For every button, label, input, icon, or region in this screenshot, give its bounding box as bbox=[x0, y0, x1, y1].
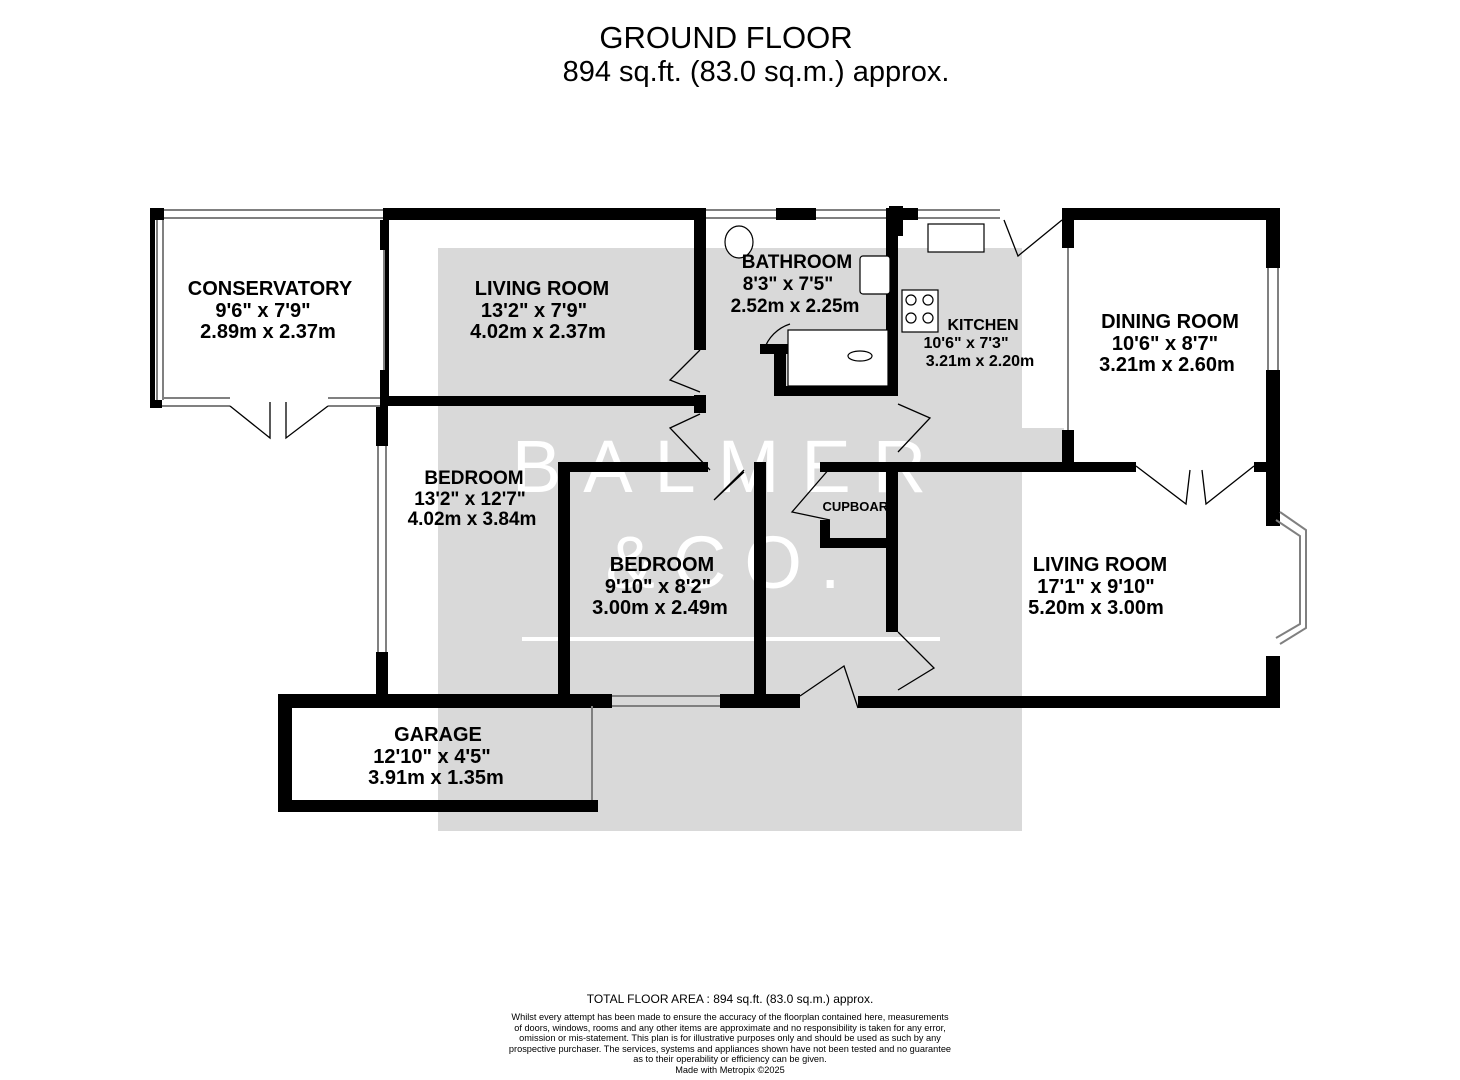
room-living-room-1-name: LIVING ROOM bbox=[475, 278, 609, 300]
made-with-credit: Made with Metropix ©2025 bbox=[675, 1064, 785, 1075]
disclaimer: Whilst every attempt has been made to en… bbox=[430, 1012, 1030, 1076]
hob-burner-icon bbox=[922, 294, 934, 306]
room-kitchen-imperial: 10'6" x 7'3" bbox=[923, 335, 1008, 352]
room-bedroom-1-name: BEDROOM bbox=[424, 468, 523, 489]
washbasin-icon bbox=[859, 255, 891, 295]
room-bathroom-name: BATHROOM bbox=[742, 252, 852, 273]
disclaimer-line: Whilst every attempt has been made to en… bbox=[511, 1012, 949, 1022]
floor-area: 894 sq.ft. (83.0 sq.m.) approx. bbox=[562, 56, 950, 88]
windows bbox=[156, 209, 1307, 800]
sink-icon bbox=[927, 223, 985, 253]
room-bathroom-metric: 2.52m x 2.25m bbox=[731, 296, 860, 317]
room-living-room-2-metric: 5.20m x 3.00m bbox=[1028, 597, 1164, 619]
room-kitchen-metric: 3.21m x 2.20m bbox=[926, 353, 1035, 370]
watermark-block bbox=[438, 248, 1022, 831]
room-bedroom-2-imperial: 9'10" x 8'2" bbox=[605, 576, 711, 598]
hob-burner-icon bbox=[905, 312, 917, 324]
room-living-room-2-imperial: 17'1" x 9'10" bbox=[1037, 576, 1154, 598]
shower-tray-icon bbox=[787, 329, 889, 387]
room-bedroom-1-imperial: 13'2" x 12'7" bbox=[414, 489, 526, 510]
hob-burner-icon bbox=[905, 294, 917, 306]
watermark-rule bbox=[522, 637, 940, 641]
room-dining-room-name: DINING ROOM bbox=[1101, 311, 1239, 333]
disclaimer-line: prospective purchaser. The services, sys… bbox=[508, 1043, 952, 1054]
room-dining-room-imperial: 10'6" x 8'7" bbox=[1112, 333, 1218, 355]
room-living-room-2-name: LIVING ROOM bbox=[1033, 554, 1167, 576]
room-living-room-1-imperial: 13'2" x 7'9" bbox=[481, 300, 587, 322]
room-bedroom-2-metric: 3.00m x 2.49m bbox=[592, 597, 728, 619]
room-garage-imperial: 12'10" x 4'5" bbox=[373, 746, 490, 768]
fixtures bbox=[724, 223, 985, 387]
room-kitchen-name: KITCHEN bbox=[947, 317, 1018, 334]
disclaimer-line: as to their operability or efficiency ca… bbox=[633, 1054, 827, 1065]
doors bbox=[229, 219, 1255, 709]
room-bedroom-2-name: BEDROOM bbox=[610, 554, 714, 576]
disclaimer-line: omission or mis-statement. This plan is … bbox=[519, 1033, 941, 1044]
room-conservatory-name: CONSERVATORY bbox=[188, 278, 353, 300]
floor-title: GROUND FLOOR bbox=[599, 20, 853, 55]
bath-drain-icon bbox=[847, 350, 873, 362]
room-conservatory-imperial: 9'6" x 7'9" bbox=[215, 300, 310, 322]
room-conservatory-metric: 2.89m x 2.37m bbox=[200, 321, 336, 343]
toilet-icon bbox=[724, 225, 754, 259]
disclaimer-line: of doors, windows, rooms and any other i… bbox=[514, 1022, 946, 1033]
room-cupboard-name: CUPBOARD bbox=[822, 499, 897, 514]
room-living-room-1-metric: 4.02m x 2.37m bbox=[470, 321, 606, 343]
watermark-line2: &CO. bbox=[606, 521, 859, 604]
room-garage-metric: 3.91m x 1.35m bbox=[368, 767, 504, 789]
total-floor-area: TOTAL FLOOR AREA : 894 sq.ft. (83.0 sq.m… bbox=[586, 992, 874, 1006]
room-bedroom-1-metric: 4.02m x 3.84m bbox=[408, 509, 537, 530]
watermark-block-2 bbox=[972, 428, 1064, 464]
room-dining-room-metric: 3.21m x 2.60m bbox=[1099, 354, 1235, 376]
hob-burner-icon bbox=[922, 312, 934, 324]
room-bathroom-imperial: 8'3" x 7'5" bbox=[743, 274, 833, 295]
room-garage-name: GARAGE bbox=[394, 724, 482, 746]
walls bbox=[150, 206, 1280, 812]
